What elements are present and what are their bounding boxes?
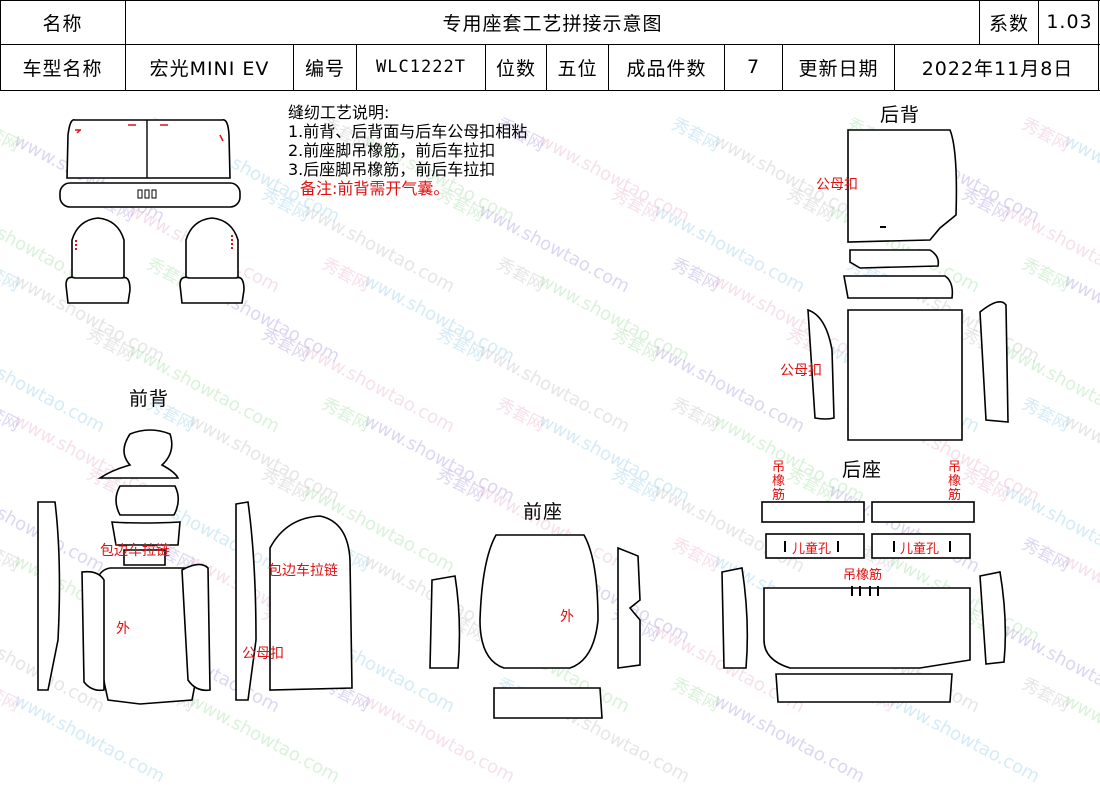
code-value: WLC1222T — [357, 44, 486, 90]
notes-line-1: 1.前背、后背面与后车公母扣相粘 — [288, 122, 528, 141]
notes-line-2: 2.前座脚吊橡筋，前后车拉扣 — [288, 141, 496, 160]
sheet-title: 专用座套工艺拼接示意图 — [126, 0, 980, 44]
seats-value: 五位 — [547, 44, 609, 90]
code-label: 编号 — [294, 44, 357, 90]
zipper-label-side: 包边车拉链 — [268, 563, 338, 579]
date-label: 更新日期 — [783, 44, 895, 90]
zipper-label-front-back: 包边车拉链 — [100, 543, 170, 559]
model-value: 宏光MINI EV — [126, 44, 294, 90]
seat-thumbnail-rear — [59, 119, 241, 208]
outside-label-front-seat: 外 — [560, 609, 574, 625]
section-rear-back: 后背 — [880, 104, 921, 126]
child-hole-label-left: 儿童孔 — [792, 542, 832, 557]
sewing-notes: 缝纫工艺说明: 1.前背、后背面与后车公母扣相粘 2.前座脚吊橡筋，前后车拉扣 … — [288, 103, 527, 198]
front-seat-pieces — [429, 534, 641, 719]
notes-remark: 备注:前背需开气囊。 — [300, 179, 450, 198]
snap-label-rear-top: 公母扣 — [816, 177, 858, 193]
seat-thumbnail-front — [65, 217, 245, 304]
model-label: 车型名称 — [0, 44, 126, 90]
snap-label-rear-side: 公母扣 — [780, 363, 822, 379]
section-rear-seat: 后座 — [842, 459, 883, 481]
elastic-label-rear-bottom: 吊橡筋 — [843, 568, 883, 583]
notes-heading: 缝纫工艺说明: — [288, 103, 390, 122]
child-hole-label-right: 儿童孔 — [900, 542, 940, 557]
outside-label-front-back: 外 — [116, 621, 130, 637]
coef-label: 系数 — [980, 0, 1039, 44]
elastic-label-left: 吊 橡 筋 — [772, 460, 786, 503]
section-front-back: 前背 — [129, 388, 170, 410]
rear-back-pieces — [807, 129, 1009, 441]
rear-seat-pieces — [721, 501, 1007, 703]
seats-label: 位数 — [486, 44, 547, 90]
name-label: 名称 — [0, 0, 126, 44]
notes-line-3: 3.后座脚吊橡筋，前后车拉扣 — [288, 160, 496, 179]
snap-label-front-back: 公母扣 — [242, 646, 284, 662]
section-front-seat: 前座 — [523, 501, 564, 523]
pieces-label: 成品件数 — [609, 44, 725, 90]
pattern-drawing — [37, 119, 1009, 719]
front-back-pieces — [37, 429, 353, 705]
date-value: 2022年11月8日 — [921, 57, 1074, 80]
pieces-value: 7 — [725, 44, 783, 90]
elastic-label-right: 吊 橡 筋 — [948, 460, 962, 503]
coef-value: 1.03 — [1046, 11, 1093, 33]
